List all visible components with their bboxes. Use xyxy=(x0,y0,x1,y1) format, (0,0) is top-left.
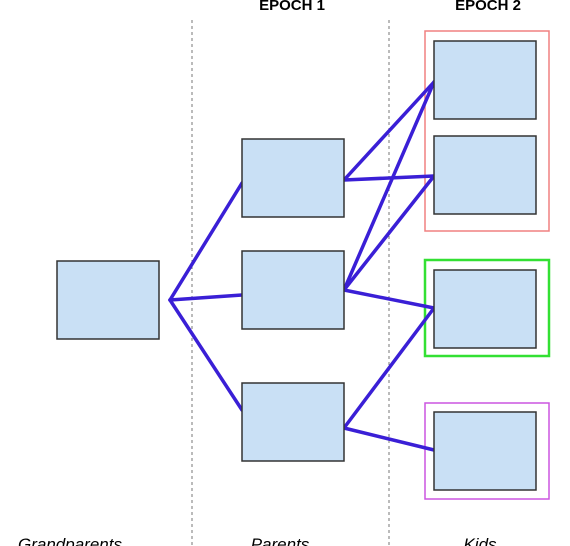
edge-parent-3-to-kid-3 xyxy=(342,306,436,430)
edges-layer xyxy=(168,80,436,452)
edge-parent-1-to-kid-2 xyxy=(342,174,436,182)
node-parent-3 xyxy=(241,382,345,462)
edge-grandparent-to-parent-1 xyxy=(168,181,244,302)
group-box-red xyxy=(424,30,550,232)
epoch-1-header: EPOCH 1 xyxy=(259,0,325,14)
label-parents: Parents xyxy=(251,535,310,546)
node-kid-2 xyxy=(433,135,537,215)
node-kid-4 xyxy=(433,411,537,491)
node-parent-1 xyxy=(241,138,345,218)
epoch-2-header: EPOCH 2 xyxy=(455,0,521,14)
group-box-purple xyxy=(424,402,550,500)
edge-parent-2-to-kid-3 xyxy=(342,288,436,310)
label-grandparents: Grandparents xyxy=(18,535,122,546)
node-kid-1 xyxy=(433,40,537,120)
edge-grandparent-to-parent-2 xyxy=(168,293,244,302)
group-box-green xyxy=(423,258,551,358)
edge-parent-1-to-kid-1 xyxy=(342,80,436,182)
node-grandparent xyxy=(56,260,160,340)
edge-parent-2-to-kid-2 xyxy=(342,174,436,292)
node-kid-3 xyxy=(433,269,537,349)
edge-parent-3-to-kid-4 xyxy=(342,426,436,452)
edge-parent-2-to-kid-1 xyxy=(342,80,436,292)
node-parent-2 xyxy=(241,250,345,330)
edge-grandparent-to-parent-3 xyxy=(168,298,244,412)
label-kids: Kids xyxy=(463,535,497,546)
